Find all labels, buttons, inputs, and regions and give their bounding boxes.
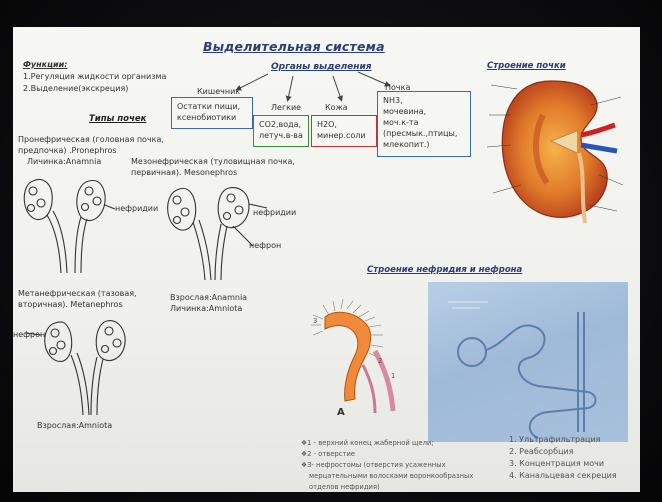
- kidney-box-line-5: млекопит.): [383, 139, 465, 150]
- metanephros-diagram: [37, 317, 147, 417]
- kidney-box-line-1: NH3,: [383, 95, 465, 106]
- nephridium-note-2: ❖2 - отверстие: [301, 450, 355, 458]
- organ-label-lungs: Легкие: [271, 103, 301, 112]
- kidney-box-line-3: моч.к-та: [383, 117, 465, 128]
- pronephros-line-1: Пронефрическая (головная почка,: [18, 135, 164, 144]
- nephridium-note-5: отделов нефридия): [309, 483, 380, 491]
- nephridium-figure-letter: А: [337, 407, 345, 418]
- slide: Выделительная система Функции: 1.Регуляц…: [13, 27, 640, 492]
- intestine-box-line-2: ксенобиотики: [177, 112, 247, 123]
- organ-label-skin: Кожа: [325, 103, 348, 112]
- nephridium-diagram: [309, 295, 421, 415]
- pronephros-line-2: предпочка) .Pronephros: [18, 146, 117, 155]
- metanephros-nephron-label: нефрон: [13, 330, 45, 339]
- nephridium-number-2: 2: [378, 357, 382, 365]
- pronephros-line-3: Личинка:Anamnia: [27, 157, 101, 166]
- lungs-box-line-2: летуч.в-ва: [259, 130, 303, 141]
- kidney-box: NH3, мочевина, моч.к-та (пресмык.,птицы,…: [377, 91, 471, 157]
- kidney-box-line-2: мочевина,: [383, 106, 465, 117]
- mesonephros-line-1: Мезонефрическая (туловищная почка,: [131, 157, 295, 166]
- nephron-photo: [428, 282, 628, 442]
- nephridium-note-4: мерцательными волосками воронкообразных: [309, 472, 473, 480]
- skin-box-line-1: H2O,: [317, 119, 371, 130]
- nephridium-number-1: 1: [391, 372, 395, 380]
- kidney-box-line-4: (пресмык.,птицы,: [383, 128, 465, 139]
- intestine-box-line-1: Остатки пищи,: [177, 101, 247, 112]
- meso-adult-line-2: Личинка:Amniota: [170, 304, 242, 313]
- nephridium-note-3: ❖3- нефростомы (отверстия усаженных: [301, 461, 446, 469]
- pronephros-nephridia-label: нефридии: [115, 204, 158, 213]
- organ-label-intestine: Кишечник: [197, 87, 240, 96]
- nephron-step-1: 1. Ультрафильтрация: [509, 435, 600, 444]
- lungs-box-line-1: CO2,вода,: [259, 119, 303, 130]
- meso-adult-line-1: Взрослая:Anamnia: [170, 293, 247, 302]
- pronephros-diagram: [19, 175, 129, 275]
- mesonephros-nephron-label: нефрон: [249, 241, 281, 250]
- metanephros-line-1: Метанефрическая (тазовая,: [18, 289, 137, 298]
- kidney-structure-heading: Строение почки: [487, 61, 566, 71]
- mesonephros-line-2: первичная). Mesonephros: [131, 168, 237, 177]
- nephron-step-2: 2. Реабсорбция: [509, 447, 574, 456]
- mesonephros-diagram: [163, 182, 273, 282]
- meta-adult-label: Взрослая:Amniota: [37, 421, 112, 430]
- metanephros-line-2: вторичная). Metanephros: [18, 300, 123, 309]
- lungs-box: CO2,вода, летуч.в-ва: [253, 115, 309, 147]
- mesonephros-nephridia-label: нефридии: [253, 208, 296, 217]
- nephron-step-3: 3. Концентрация мочи: [509, 459, 604, 468]
- nephridium-note-1: ❖1 - верхний конец жаберной щели;: [301, 439, 434, 447]
- nephridia-heading: Строение нефридия и нефрона: [367, 265, 522, 275]
- skin-box: H2O, минер.соли: [311, 115, 377, 147]
- nephron-step-4: 4. Канальцевая секреция: [509, 471, 617, 480]
- skin-box-line-2: минер.соли: [317, 130, 371, 141]
- kidney-types-heading: Типы почек: [89, 114, 146, 124]
- nephridium-number-3: 3: [313, 317, 317, 325]
- intestine-box: Остатки пищи, ксенобиотики: [171, 97, 253, 129]
- kidney-illustration: [481, 75, 631, 225]
- nephron-drawing: [428, 282, 628, 442]
